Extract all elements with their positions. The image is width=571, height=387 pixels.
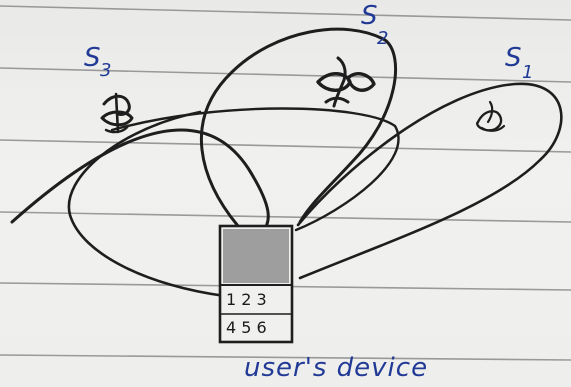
device-keypad-row-1: 1 2 3: [226, 290, 267, 309]
rule-line: [0, 139, 571, 153]
satellite-s2-icon: [316, 56, 376, 108]
satellite-s1-subscript: 1: [522, 62, 533, 83]
satellite-s2-subscript: 2: [377, 28, 388, 49]
user-device: 1 2 3 4 5 6: [218, 224, 294, 344]
rule-line: [0, 67, 571, 83]
satellite-s3-subscript: 3: [100, 60, 111, 81]
device-screen: [223, 229, 289, 283]
device-keypad-row-2: 4 5 6: [226, 318, 267, 337]
satellite-s3-label: S: [84, 43, 101, 73]
coverage-beam-s1-upper: [110, 107, 400, 232]
coverage-beam-s3-lower: [67, 110, 227, 298]
satellite-s1-label: S: [505, 43, 522, 73]
coverage-beam-s1: [296, 82, 563, 280]
satellite-s2-label: S: [361, 1, 378, 31]
coverage-beam-s2: [199, 27, 397, 228]
rule-line: [0, 354, 571, 361]
rule-line: [0, 211, 571, 223]
satellite-s3-icon: [100, 92, 134, 134]
rule-line: [0, 5, 571, 21]
device-caption: user's device: [244, 353, 428, 383]
coverage-beam-s3: [10, 128, 270, 234]
satellite-s1-icon: [476, 100, 506, 132]
